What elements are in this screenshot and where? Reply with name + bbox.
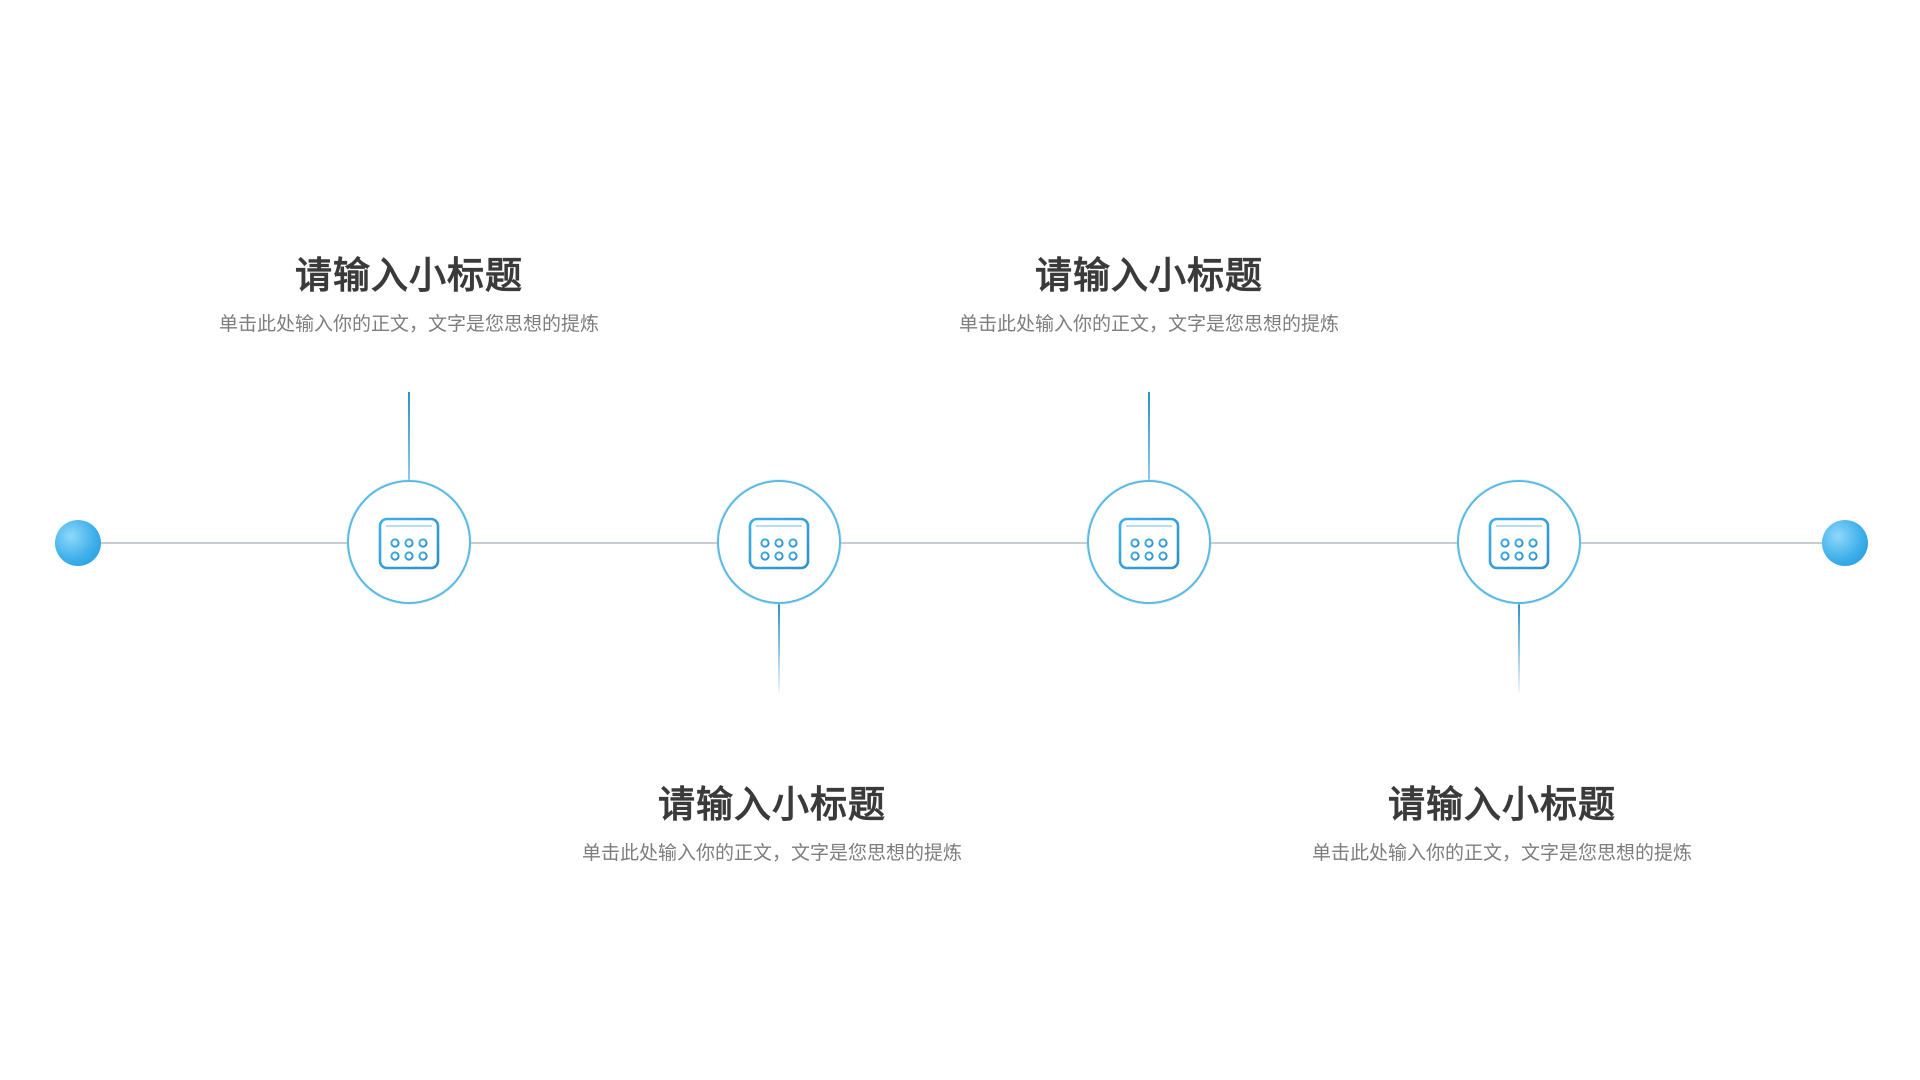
step-1-node — [347, 480, 471, 604]
step-2-body[interactable]: 单击此处输入你的正文，文字是您思想的提炼 — [581, 842, 962, 864]
step-1-connector — [408, 392, 410, 480]
step-3-body[interactable]: 单击此处输入你的正文，文字是您思想的提炼 — [958, 313, 1339, 335]
timeline-end-dot — [1822, 520, 1868, 566]
step-3-label: 请输入小标题 单击此处输入你的正文，文字是您思想的提炼 — [869, 253, 1429, 337]
timeline-axis — [78, 542, 1845, 544]
step-1-body[interactable]: 单击此处输入你的正文，文字是您思想的提炼 — [218, 313, 599, 335]
step-4-label: 请输入小标题 单击此处输入你的正文，文字是您思想的提炼 — [1222, 782, 1782, 866]
step-3-title[interactable]: 请输入小标题 — [1035, 254, 1263, 297]
calendar-icon — [1487, 513, 1551, 571]
step-2-label: 请输入小标题 单击此处输入你的正文，文字是您思想的提炼 — [492, 782, 1052, 866]
step-4-connector — [1518, 604, 1520, 692]
step-1-title[interactable]: 请输入小标题 — [295, 254, 523, 297]
calendar-icon — [1117, 513, 1181, 571]
step-2-node — [717, 480, 841, 604]
step-3-node — [1087, 480, 1211, 604]
step-3-connector — [1148, 392, 1150, 480]
timeline-start-dot — [55, 520, 101, 566]
step-4-node — [1457, 480, 1581, 604]
step-4-body[interactable]: 单击此处输入你的正文，文字是您思想的提炼 — [1311, 842, 1692, 864]
step-1-label: 请输入小标题 单击此处输入你的正文，文字是您思想的提炼 — [129, 253, 689, 337]
calendar-icon — [377, 513, 441, 571]
step-4-title[interactable]: 请输入小标题 — [1388, 783, 1616, 826]
calendar-icon — [747, 513, 811, 571]
step-2-title[interactable]: 请输入小标题 — [658, 783, 886, 826]
step-2-connector — [778, 604, 780, 692]
